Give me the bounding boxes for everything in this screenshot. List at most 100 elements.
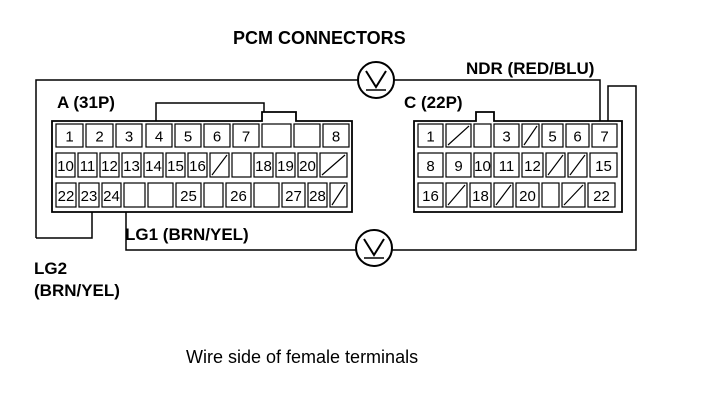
terminal-c: 7: [591, 123, 618, 148]
terminal-a: [253, 182, 280, 208]
terminal-a: 22: [55, 182, 77, 208]
terminal-c: 9: [445, 152, 472, 178]
terminal-number: 27: [285, 188, 302, 205]
lg1-label: LG1 (BRN/YEL): [125, 225, 249, 244]
terminal-c: [541, 182, 560, 208]
terminal-number: 26: [230, 188, 247, 205]
terminal-number: 22: [58, 188, 75, 205]
terminal-a: 18: [253, 152, 274, 178]
terminal-a: 15: [165, 152, 186, 178]
connector-a-label: A (31P): [57, 93, 115, 112]
terminal-number: 1: [65, 129, 73, 146]
terminal-number: 10: [57, 158, 74, 175]
terminal-a: 6: [203, 123, 231, 148]
terminal-number: 6: [573, 129, 581, 146]
terminal-c: 16: [417, 182, 444, 208]
terminal-a: 26: [225, 182, 252, 208]
terminal-a: [261, 123, 292, 148]
diagram-title: PCM CONNECTORS: [233, 28, 406, 48]
terminal-c: [473, 123, 492, 148]
terminal-number: 18: [255, 158, 272, 175]
terminal-c: 22: [587, 182, 616, 208]
terminal-number: 10: [474, 158, 491, 175]
terminal-c: 18: [469, 182, 492, 208]
terminal-a: 10: [55, 152, 76, 178]
terminal-number: 12: [524, 158, 541, 175]
terminal-number: 8: [426, 158, 434, 175]
voltmeter-lower: [355, 229, 393, 267]
terminal-number: 6: [213, 129, 221, 146]
terminal-number: 18: [472, 188, 489, 205]
terminal-number: 11: [499, 158, 515, 175]
terminal-a: 1: [55, 123, 84, 148]
terminal-number: 3: [502, 129, 510, 146]
terminal-c: 6: [565, 123, 590, 148]
terminal-a: [231, 152, 252, 178]
terminal-a: [123, 182, 146, 208]
terminal-c: 8: [417, 152, 444, 178]
terminal-a: 24: [101, 182, 122, 208]
terminal-a: 16: [187, 152, 208, 178]
terminal-number: 5: [548, 129, 556, 146]
terminal-a: 12: [99, 152, 120, 178]
terminal-c: [445, 182, 468, 208]
terminal-number: 16: [189, 158, 206, 175]
terminal-a: 5: [174, 123, 202, 148]
wiring: [35, 79, 637, 251]
terminal-number: 19: [277, 158, 294, 175]
terminal-number: 20: [299, 158, 316, 175]
connector-c-label: C (22P): [404, 93, 463, 112]
caption: Wire side of female terminals: [186, 347, 418, 367]
terminal-number: 20: [519, 188, 536, 205]
terminal-c: 20: [515, 182, 540, 208]
terminal-a: 23: [78, 182, 100, 208]
terminal-a: 25: [175, 182, 202, 208]
terminal-number: 4: [155, 129, 163, 146]
terminal-c: 11: [493, 152, 520, 178]
terminal-number: 3: [125, 129, 133, 146]
terminal-a: 3: [115, 123, 143, 148]
terminal-number: 15: [595, 158, 612, 175]
terminal-a: 27: [281, 182, 306, 208]
terminal-a: [209, 152, 230, 178]
ndr-label: NDR (RED/BLU): [466, 59, 594, 78]
terminal-number: 7: [242, 129, 250, 146]
terminal-number: 25: [180, 188, 197, 205]
terminal-a: 7: [232, 123, 260, 148]
terminal-number: 13: [123, 158, 140, 175]
lg2-label-line1: LG2: [34, 259, 67, 278]
terminal-c: 10: [473, 152, 492, 178]
terminal-c: 1: [417, 123, 444, 148]
terminal-a: 19: [275, 152, 296, 178]
terminal-c: 15: [589, 152, 618, 178]
terminal-number: 28: [309, 188, 326, 205]
terminal-a: 14: [143, 152, 164, 178]
terminal-a: [293, 123, 321, 148]
terminal-a: [329, 182, 348, 208]
terminal-a: [203, 182, 224, 208]
terminal-number: 23: [81, 188, 98, 205]
terminal-number: 11: [80, 158, 96, 175]
terminal-c: 12: [521, 152, 544, 178]
voltmeter-upper: [357, 61, 395, 99]
terminal-c: [521, 123, 540, 148]
terminal-number: 8: [332, 129, 340, 146]
terminal-number: 24: [103, 188, 120, 205]
terminal-number: 1: [426, 129, 434, 146]
terminal-number: 15: [167, 158, 184, 175]
terminal-number: 9: [454, 158, 462, 175]
terminal-c: [567, 152, 588, 178]
terminal-number: 14: [145, 158, 162, 175]
terminal-c: [493, 182, 514, 208]
terminal-a: [147, 182, 174, 208]
terminal-number: 5: [184, 129, 192, 146]
terminal-a: [319, 152, 348, 178]
terminal-a: 20: [297, 152, 318, 178]
lg2-label-line2: (BRN/YEL): [34, 281, 120, 300]
terminal-a: 11: [77, 152, 98, 178]
terminal-a: 2: [85, 123, 114, 148]
terminal-number: 22: [593, 188, 610, 205]
